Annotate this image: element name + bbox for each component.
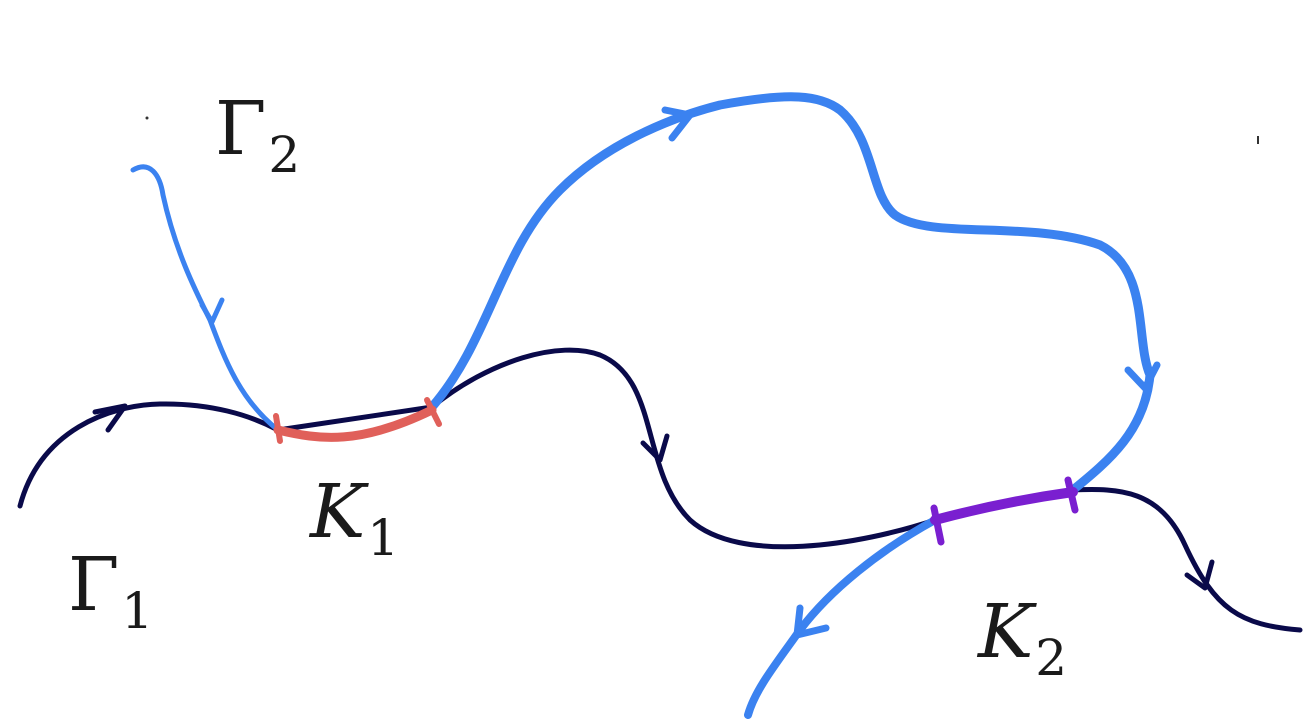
k1-label: K1 (310, 469, 400, 567)
k1-tick-left (273, 413, 283, 444)
gamma1-arrow-2 (640, 433, 670, 463)
gamma1-curve (17, 347, 1303, 633)
gamma2-curve-thin (130, 164, 281, 433)
k2-label: K2 (978, 589, 1068, 687)
gamma2-arrow-3 (1124, 361, 1161, 392)
k2-tick-left (930, 504, 945, 546)
gamma2-label: Γ2 (215, 86, 301, 184)
gamma1-label: Γ1 (68, 542, 154, 640)
speck (1257, 136, 1259, 144)
gamma1-arrow-1 (92, 403, 128, 433)
k2-tick-right (1064, 476, 1079, 514)
k2-segment (930, 487, 1078, 525)
gamma2-arrow-1 (199, 297, 225, 325)
gamma1-arrow-3 (1184, 559, 1215, 591)
gamma2-curve-tail (744, 516, 939, 719)
k1-segment (273, 405, 437, 442)
gamma2-curve-loop (427, 92, 1155, 495)
k1-tick-right (424, 397, 442, 427)
speck (145, 116, 149, 120)
gamma2-arrow-2 (661, 106, 694, 142)
gamma2-arrow-4 (793, 604, 830, 639)
